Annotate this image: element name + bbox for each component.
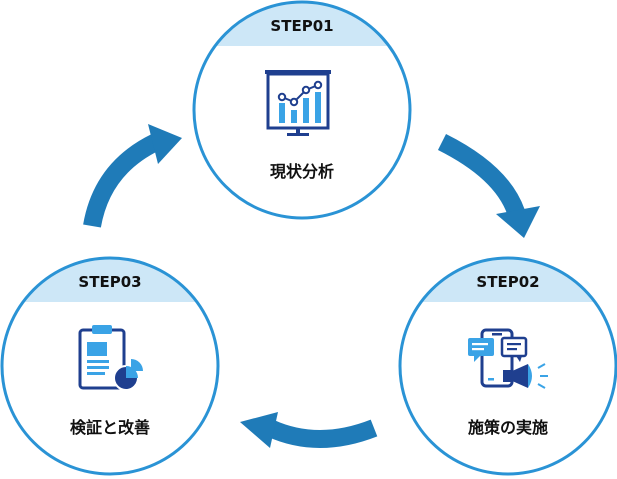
step-label: 検証と改善 bbox=[70, 418, 150, 437]
step-title: STEP03 bbox=[78, 273, 141, 291]
arrow-step1-to-step2 bbox=[437, 133, 540, 238]
step-label: 施策の実施 bbox=[468, 418, 548, 437]
report-clipboard-icon bbox=[78, 325, 143, 391]
step-label: 現状分析 bbox=[270, 162, 334, 181]
megaphone-phone-icon bbox=[468, 328, 548, 389]
step-circle-2: STEP02 施策の実施 bbox=[398, 256, 617, 476]
step-circle-1: STEP01 現状分析 bbox=[192, 0, 412, 220]
arrow-step3-to-step1 bbox=[83, 124, 182, 228]
step-circle-3: STEP03 検証と改善 bbox=[0, 256, 220, 476]
chart-board-icon bbox=[265, 70, 331, 136]
step-title: STEP02 bbox=[476, 273, 539, 291]
step-title: STEP01 bbox=[270, 17, 333, 35]
arrow-step2-to-step3 bbox=[240, 412, 378, 448]
